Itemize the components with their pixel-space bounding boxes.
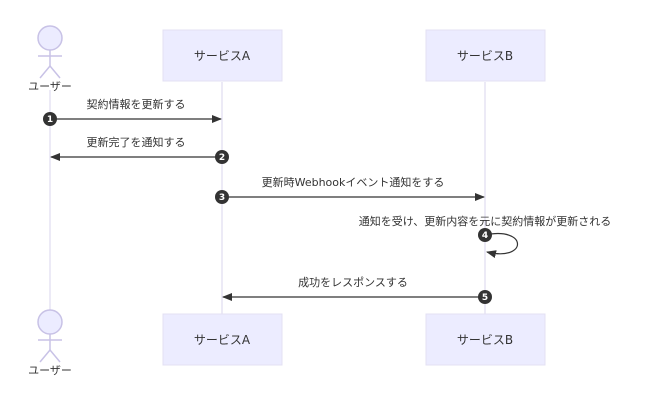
message-1: 契約情報を更新する 1 <box>43 97 222 126</box>
user-label-bottom: ユーザー <box>28 364 72 377</box>
user-actor-bottom: ユーザー <box>28 309 72 377</box>
message-3-number: 3 <box>219 193 225 203</box>
user-actor-top: ユーザー <box>28 25 72 93</box>
service-a-box-bottom: サービスA <box>162 313 283 366</box>
service-b-box-bottom: サービスB <box>425 313 546 366</box>
message-1-text: 契約情報を更新する <box>87 97 186 111</box>
message-4-text: 通知を受け、更新内容を元に契約情報が更新される <box>359 214 611 228</box>
message-3-text: 更新時Webhookイベント通知をする <box>262 175 445 189</box>
message-2-text: 更新完了を通知する <box>87 135 186 149</box>
service-b-label-top: サービスB <box>457 49 513 63</box>
user-label-top: ユーザー <box>28 80 72 93</box>
message-2: 更新完了を通知する 2 <box>50 135 229 164</box>
message-4-number: 4 <box>482 231 488 241</box>
message-3: 更新時Webhookイベント通知をする 3 <box>215 175 485 204</box>
service-b-label-bottom: サービスB <box>457 333 513 347</box>
message-5-text: 成功をレスポンスする <box>298 276 408 289</box>
service-a-label-top: サービスA <box>194 49 251 63</box>
service-a-label-bottom: サービスA <box>194 333 251 347</box>
service-b-box-top: サービスB <box>425 29 546 82</box>
message-5-number: 5 <box>482 293 488 303</box>
message-4: 通知を受け、更新内容を元に契約情報が更新される 4 <box>359 214 611 259</box>
message-2-number: 2 <box>219 153 225 163</box>
message-5: 成功をレスポンスする 5 <box>222 276 492 304</box>
service-a-box-top: サービスA <box>162 29 283 82</box>
message-1-number: 1 <box>47 115 53 125</box>
